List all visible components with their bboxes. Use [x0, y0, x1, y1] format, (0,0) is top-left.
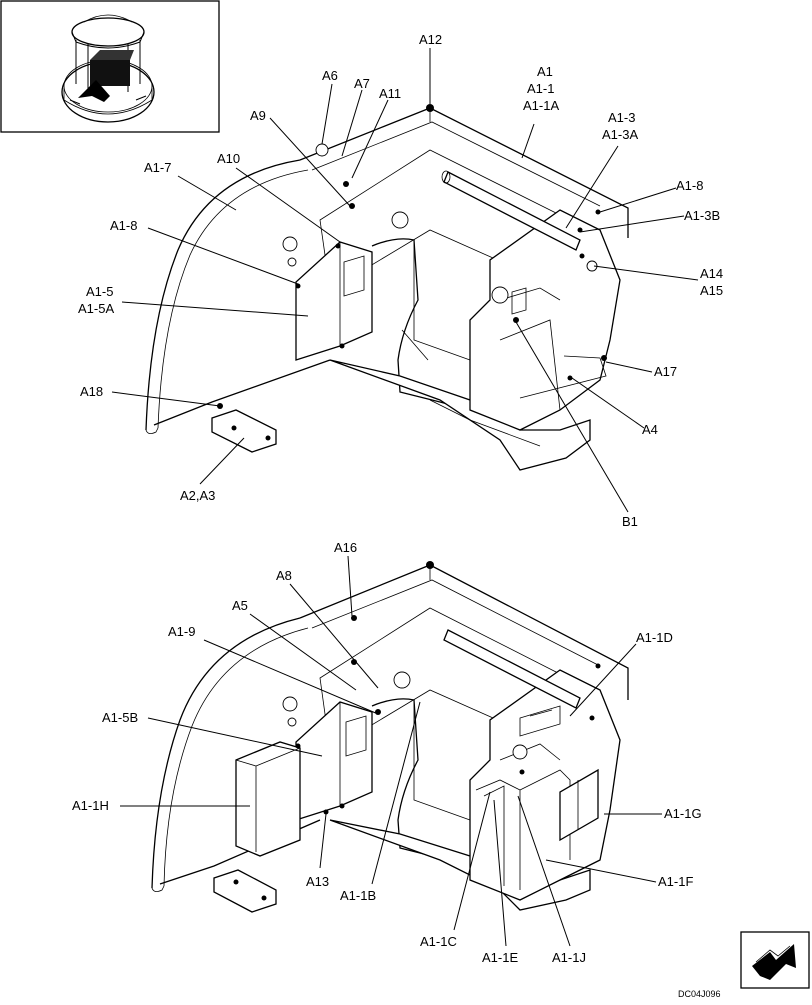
label-a15: A15 [700, 283, 723, 298]
lower-side-panel [559, 768, 599, 842]
arrow-box-frame [740, 931, 810, 989]
label-a1-8-left: A1-8 [110, 218, 137, 233]
label-a1-1d: A1-1D [636, 630, 673, 645]
lower-frame-view [151, 561, 629, 913]
upper-side-skirt-outer [145, 159, 301, 431]
upper-foot-plate [211, 409, 277, 453]
label-a11: A11 [379, 86, 401, 101]
upper-roller-bar [443, 171, 581, 251]
lower-foot-plate [213, 869, 277, 913]
label-a7: A7 [354, 76, 370, 91]
label-a1-5a: A1-5A [78, 301, 114, 316]
label-a1-8-right: A1-8 [676, 178, 703, 193]
label-a10: A10 [217, 151, 240, 166]
label-a12: A12 [419, 32, 442, 47]
label-a1-3: A1-3 [608, 110, 635, 125]
label-a1-1g: A1-1G [664, 806, 702, 821]
label-a1-5b: A1-5B [102, 710, 138, 725]
upper-battery-box [295, 241, 373, 361]
label-a1: A1 [537, 64, 553, 79]
label-a1-1b: A1-1B [340, 888, 376, 903]
label-a17: A17 [654, 364, 677, 379]
label-a13: A13 [306, 874, 329, 889]
upper-right-compartment [469, 209, 621, 431]
label-a1-3b: A1-3B [684, 208, 720, 223]
leader-lines [111, 48, 699, 947]
label-a14: A14 [700, 266, 723, 281]
lower-top-rail [299, 564, 629, 700]
inset-frame [0, 0, 220, 133]
drawing-reference: DC04J096 [678, 989, 721, 999]
direction-arrow-icon [752, 944, 796, 980]
label-a1-1f: A1-1F [658, 874, 693, 889]
orientation-arrow-box [740, 931, 810, 989]
lower-right-compartment [469, 669, 621, 901]
callout-labels: A12 A1 A1-1 A1-1A A6 A7 A11 A9 A1-3 A1-3… [72, 32, 723, 965]
label-a1-1h: A1-1H [72, 798, 109, 813]
upper-bolts [217, 104, 607, 441]
upper-top-rail [299, 107, 629, 238]
lower-side-skirt-outer [151, 617, 301, 889]
label-a4: A4 [642, 422, 658, 437]
lower-battery-pack [235, 741, 301, 857]
label-a1-1c: A1-1C [420, 934, 457, 949]
label-a1-9: A1-9 [168, 624, 195, 639]
label-a5: A5 [232, 598, 248, 613]
label-a6: A6 [322, 68, 338, 83]
label-a1-1j: A1-1J [552, 950, 586, 965]
label-a1-5: A1-5 [86, 284, 113, 299]
label-a16: A16 [334, 540, 357, 555]
label-a9: A9 [250, 108, 266, 123]
label-a1-1e: A1-1E [482, 950, 518, 965]
lower-battery-box [295, 701, 373, 821]
upper-frame-view [145, 104, 629, 471]
label-a8: A8 [276, 568, 292, 583]
label-b1: B1 [622, 514, 638, 529]
label-a1-3a: A1-3A [602, 127, 638, 142]
locator-inset [0, 0, 220, 133]
lower-roller-bar [443, 629, 581, 709]
machine-icon [61, 14, 155, 123]
label-a18: A18 [80, 384, 103, 399]
label-a1-1a: A1-1A [523, 98, 559, 113]
label-a2-a3: A2,A3 [180, 488, 215, 503]
upper-base-plate [329, 359, 591, 471]
label-a1-1: A1-1 [527, 81, 554, 96]
label-a1-7: A1-7 [144, 160, 171, 175]
